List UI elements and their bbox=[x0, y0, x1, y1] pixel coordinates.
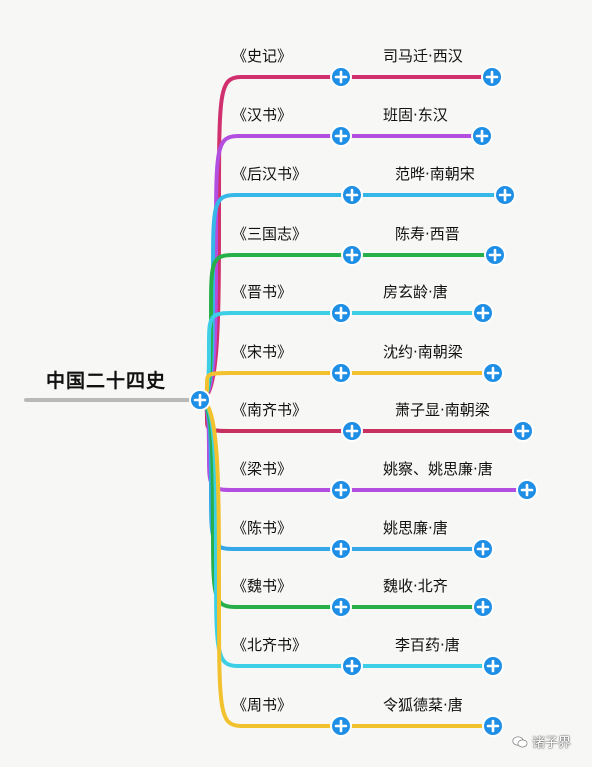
book-title: 《晋书》 bbox=[232, 283, 293, 301]
expand-book-button[interactable] bbox=[330, 66, 352, 88]
book-title: 《梁书》 bbox=[232, 460, 293, 478]
expand-author-button[interactable] bbox=[484, 244, 506, 266]
book-title: 《周书》 bbox=[232, 696, 293, 714]
expand-book-button[interactable] bbox=[341, 655, 363, 677]
root-title: 中国二十四史 bbox=[46, 370, 167, 392]
expand-author-button[interactable] bbox=[494, 184, 516, 206]
wechat-icon bbox=[512, 736, 528, 747]
author-dynasty: 班固·东汉 bbox=[383, 106, 448, 124]
expand-book-button[interactable] bbox=[330, 302, 352, 324]
expand-book-button[interactable] bbox=[330, 479, 352, 501]
author-dynasty: 魏收·北齐 bbox=[383, 577, 448, 595]
book-title: 《宋书》 bbox=[232, 343, 293, 361]
root-expand-button[interactable] bbox=[189, 389, 211, 411]
expand-book-button[interactable] bbox=[341, 184, 363, 206]
expand-book-button[interactable] bbox=[341, 244, 363, 266]
expand-book-button[interactable] bbox=[330, 362, 352, 384]
author-dynasty: 陈寿·西晋 bbox=[395, 225, 460, 243]
author-dynasty: 姚思廉·唐 bbox=[383, 519, 448, 537]
book-title: 《后汉书》 bbox=[232, 165, 308, 183]
expand-author-button[interactable] bbox=[516, 479, 538, 501]
expand-author-button[interactable] bbox=[472, 596, 494, 618]
expand-author-button[interactable] bbox=[481, 66, 503, 88]
author-dynasty: 令狐德棻·唐 bbox=[383, 696, 463, 714]
book-title: 《陈书》 bbox=[232, 519, 293, 537]
expand-book-button[interactable] bbox=[330, 125, 352, 147]
author-dynasty: 范晔·南朝宋 bbox=[395, 165, 475, 183]
expand-author-button[interactable] bbox=[472, 302, 494, 324]
author-dynasty: 李百药·唐 bbox=[395, 636, 460, 654]
watermark-text: 诸子界 bbox=[532, 736, 572, 751]
author-dynasty: 司马迁·西汉 bbox=[383, 47, 463, 65]
book-title: 《汉书》 bbox=[232, 106, 293, 124]
author-dynasty: 萧子显·南朝梁 bbox=[395, 401, 490, 419]
author-dynasty: 沈约·南朝梁 bbox=[383, 343, 463, 361]
author-dynasty: 房玄龄·唐 bbox=[383, 283, 448, 301]
book-title: 《北齐书》 bbox=[232, 636, 308, 654]
branch-line bbox=[198, 398, 495, 728]
expand-book-button[interactable] bbox=[330, 715, 352, 737]
expand-book-button[interactable] bbox=[330, 596, 352, 618]
book-title: 《魏书》 bbox=[232, 577, 293, 595]
watermark: 诸子界 bbox=[512, 732, 571, 751]
expand-book-button[interactable] bbox=[330, 538, 352, 560]
expand-author-button[interactable] bbox=[512, 420, 534, 442]
book-title: 《南齐书》 bbox=[232, 401, 308, 419]
author-dynasty: 姚察、姚思廉·唐 bbox=[383, 460, 493, 478]
expand-author-button[interactable] bbox=[482, 715, 504, 737]
expand-author-button[interactable] bbox=[471, 125, 493, 147]
expand-book-button[interactable] bbox=[341, 420, 363, 442]
book-title: 《史记》 bbox=[232, 47, 293, 65]
expand-author-button[interactable] bbox=[482, 362, 504, 384]
book-title: 《三国志》 bbox=[232, 225, 308, 243]
expand-author-button[interactable] bbox=[482, 655, 504, 677]
expand-author-button[interactable] bbox=[472, 538, 494, 560]
